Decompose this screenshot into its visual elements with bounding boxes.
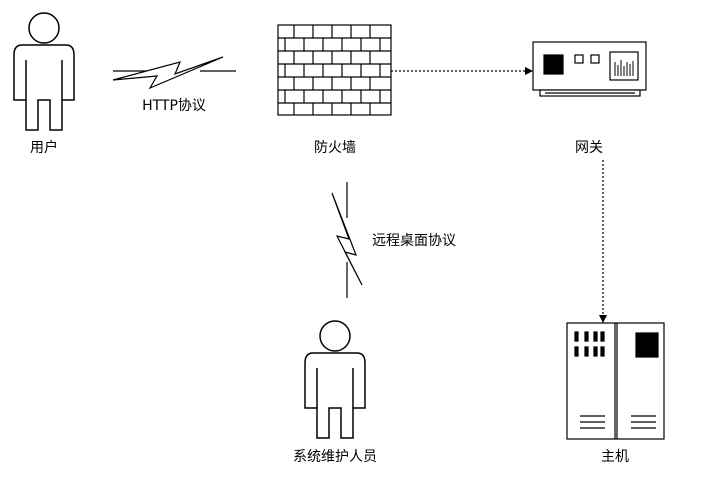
- firewall-label: 防火墙: [314, 140, 356, 156]
- rdp-link-icon: [331, 182, 363, 298]
- host-label: 主机: [601, 449, 629, 465]
- user-person-icon: [13, 12, 75, 131]
- rdp-edge-label: 远程桌面协议: [372, 233, 456, 249]
- gateway-device-icon: [532, 41, 647, 97]
- host-server-rack-icon: [566, 322, 665, 440]
- gateway-label: 网关: [575, 140, 603, 156]
- firewall-brick-wall-icon: [277, 24, 392, 116]
- maintainer-label: 系统维护人员: [293, 449, 377, 465]
- maintainer-person-icon: [304, 320, 366, 439]
- http-link-icon: [112, 56, 236, 90]
- http-edge-label: HTTP协议: [142, 98, 206, 114]
- user-label: 用户: [30, 139, 58, 156]
